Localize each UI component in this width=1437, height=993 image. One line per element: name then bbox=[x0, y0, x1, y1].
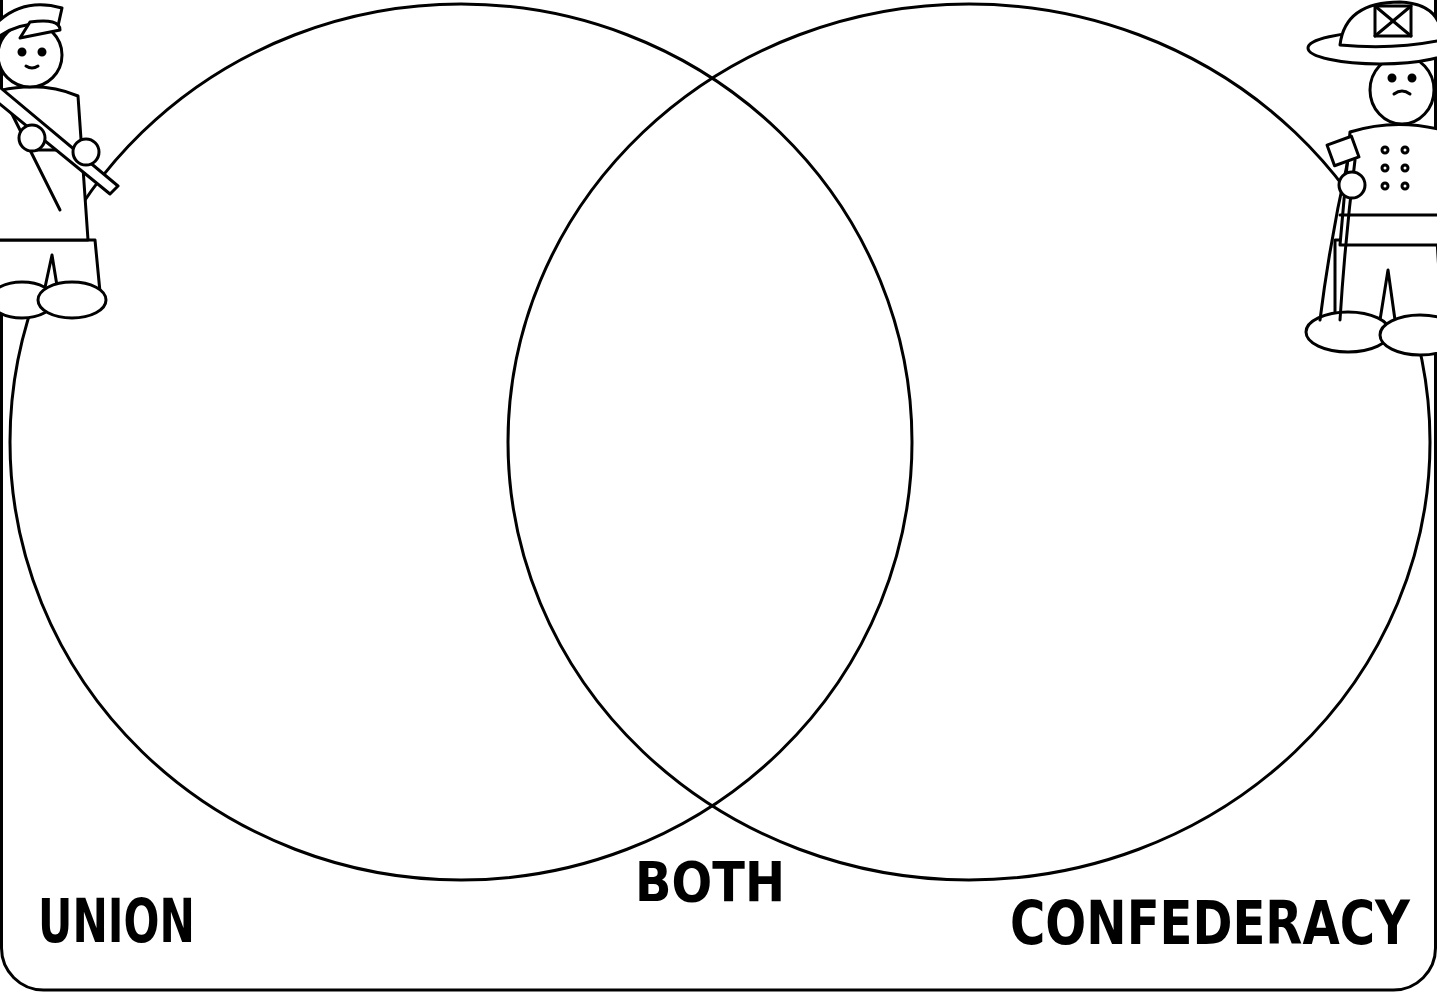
circle-heading: CONFEDERACY bbox=[1010, 893, 1410, 953]
circle-outline bbox=[10, 4, 912, 880]
circle-line bbox=[508, 4, 1430, 880]
circle-heading: UNION bbox=[38, 891, 195, 951]
overlap-heading: BOTH bbox=[635, 855, 785, 910]
confederate-soldier bbox=[1306, 2, 1437, 355]
venn-circle: UNION bbox=[10, 4, 912, 880]
circle-outline bbox=[508, 4, 1430, 880]
venn-circle: CONFEDERACY bbox=[508, 4, 1430, 880]
circle-line bbox=[10, 4, 912, 880]
union-soldier bbox=[0, 5, 118, 318]
